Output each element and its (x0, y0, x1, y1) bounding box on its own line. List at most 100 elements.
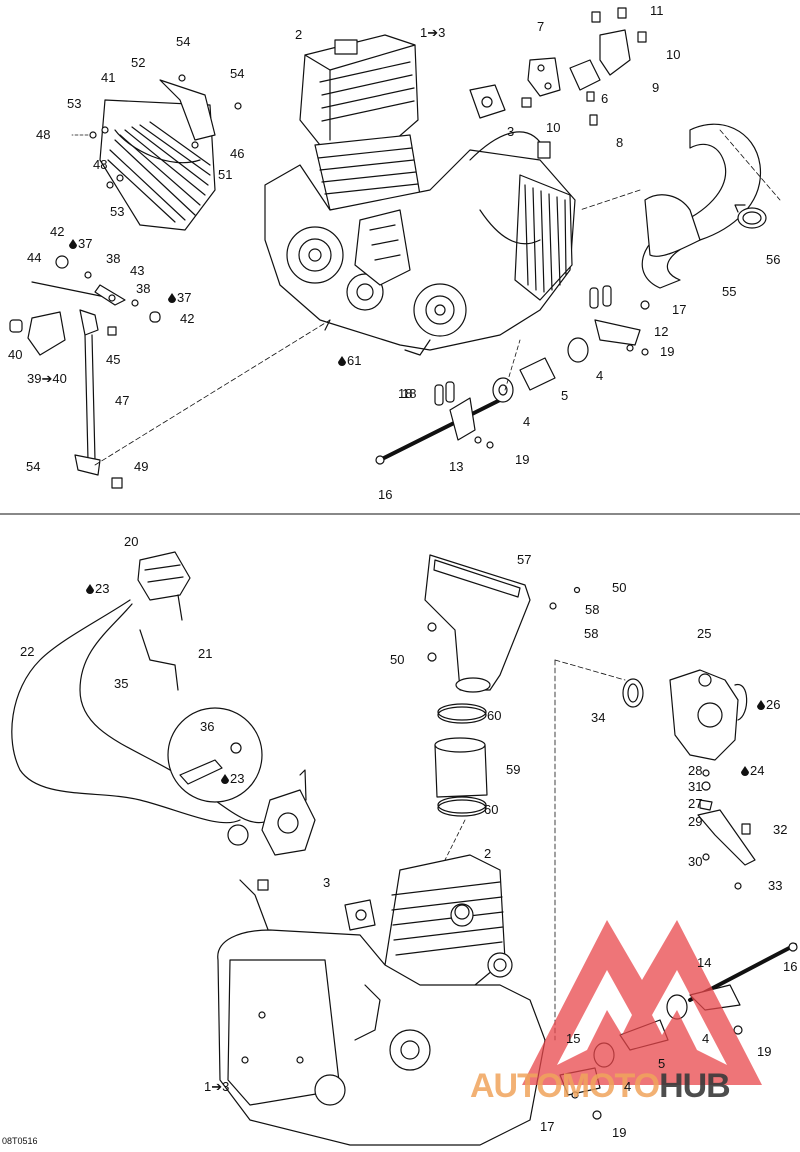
top-callout-44: 44 (27, 251, 41, 265)
callout-number: 19 (515, 452, 530, 467)
bottom-callout-4: 4 (624, 1080, 631, 1094)
callout-number: 42 (50, 224, 65, 239)
bottom-callout-36: 36 (200, 720, 214, 734)
top-callout-10: 10 (546, 121, 560, 135)
callout-number: 3 (323, 875, 331, 890)
callout-number: 4 (523, 414, 531, 429)
bottom-callout-50: 50 (390, 653, 404, 667)
callout-number: 21 (198, 646, 213, 661)
bottom-callout-30: 30 (688, 855, 702, 869)
bottom-callout-1-3: 1➔3 (204, 1080, 229, 1094)
top-callout-11: 11 (650, 4, 664, 18)
top-callout-53: 53 (67, 97, 81, 111)
bottom-callout-57: 57 (517, 553, 531, 567)
bottom-callout-27: 27 (688, 797, 702, 811)
top-callout-38: 38 (136, 282, 150, 296)
carburetor-small (261, 769, 316, 856)
bottom-callout-33: 33 (768, 879, 782, 893)
bottom-callout-29: 29 (688, 815, 702, 829)
callout-number: 11 (650, 3, 664, 18)
callout-number: 9 (652, 80, 660, 95)
bottom-callout-60: 60 (487, 709, 501, 723)
top-callout-17: 17 (672, 303, 686, 317)
callout-number: 29 (688, 814, 703, 829)
bottom-callout-28: 28 (688, 764, 702, 778)
callout-number: 39➔40 (27, 371, 67, 386)
callout-number: 47 (115, 393, 130, 408)
top-callout-54: 54 (26, 460, 40, 474)
top-callout-61: 61 (338, 354, 361, 368)
callout-number: 59 (506, 762, 521, 777)
callout-number: 15 (566, 1031, 581, 1046)
drop-icon (741, 766, 749, 776)
top-callout-5: 5 (561, 389, 568, 403)
carburetor-25 (554, 659, 756, 1041)
top-callout-52: 52 (131, 56, 145, 70)
top-callout-4: 4 (523, 415, 530, 429)
top-callout-41: 41 (101, 71, 115, 85)
callout-number: 19 (660, 344, 675, 359)
top-callout-37: 37 (69, 237, 92, 251)
bottom-callout-35: 35 (114, 677, 128, 691)
callout-number: 2 (295, 27, 303, 42)
top-callout-43: 43 (130, 264, 144, 278)
bracket-assembly-47 (9, 255, 331, 489)
callout-number: 26 (766, 697, 781, 712)
callout-number: 4 (702, 1031, 710, 1046)
callout-number: 7 (537, 19, 545, 34)
callout-number: 52 (131, 55, 146, 70)
top-callout-48: 48 (36, 128, 50, 142)
callout-number: 2 (484, 846, 492, 861)
airbox-57 (424, 554, 581, 693)
bottom-callout-19: 19 (612, 1126, 626, 1140)
top-callout-13: 13 (449, 460, 463, 474)
top-callout-53: 53 (110, 205, 124, 219)
detail-circle (167, 707, 263, 803)
throttle-housing-20 (11, 551, 271, 846)
callout-number: 3 (507, 124, 515, 139)
callout-number: 36 (200, 719, 215, 734)
callout-number: 17 (540, 1119, 555, 1134)
callout-number: 50 (390, 652, 405, 667)
callout-number: 38 (136, 281, 151, 296)
callout-number: 49 (134, 459, 149, 474)
callout-number: 43 (130, 263, 145, 278)
callout-number: 60 (487, 708, 502, 723)
top-callout-55: 55 (722, 285, 736, 299)
callout-number: 12 (654, 324, 669, 339)
callout-number: 61 (347, 353, 362, 368)
callout-number: 58 (585, 602, 600, 617)
top-callout-48: 48 (93, 158, 107, 172)
callout-number: 30 (688, 854, 703, 869)
bottom-callout-19: 19 (757, 1045, 771, 1059)
callout-number: 46 (230, 146, 245, 161)
callout-number: 54 (230, 66, 245, 81)
watermark-part1: AUTOMOTO (470, 1067, 660, 1105)
callout-number: 6 (601, 91, 609, 106)
bottom-callout-25: 25 (697, 627, 711, 641)
diagram-code: 08T0516 (2, 1136, 38, 1146)
top-gasket-and-bracket (469, 7, 647, 126)
callout-number: 60 (484, 802, 499, 817)
callout-number: 1➔3 (420, 25, 446, 40)
top-callout-19: 19 (660, 345, 674, 359)
callout-number: 41 (101, 70, 116, 85)
callout-number: 45 (106, 352, 121, 367)
callout-number: 56 (766, 252, 781, 267)
engine-mount-top (375, 285, 650, 465)
callout-number: 5 (658, 1056, 666, 1071)
bottom-callout-26: 26 (757, 698, 780, 712)
callout-number: 8 (616, 135, 624, 150)
callout-number: 51 (218, 167, 233, 182)
top-callout-6: 6 (601, 92, 608, 106)
callout-number: 33 (768, 878, 783, 893)
bottom-callout-59: 59 (506, 763, 520, 777)
bottom-callout-21: 21 (198, 647, 212, 661)
callout-number: 23 (95, 581, 110, 596)
drop-icon (86, 584, 94, 594)
top-callout-46: 46 (230, 147, 244, 161)
top-callout-8: 8 (616, 136, 623, 150)
top-callout-10: 10 (666, 48, 680, 62)
